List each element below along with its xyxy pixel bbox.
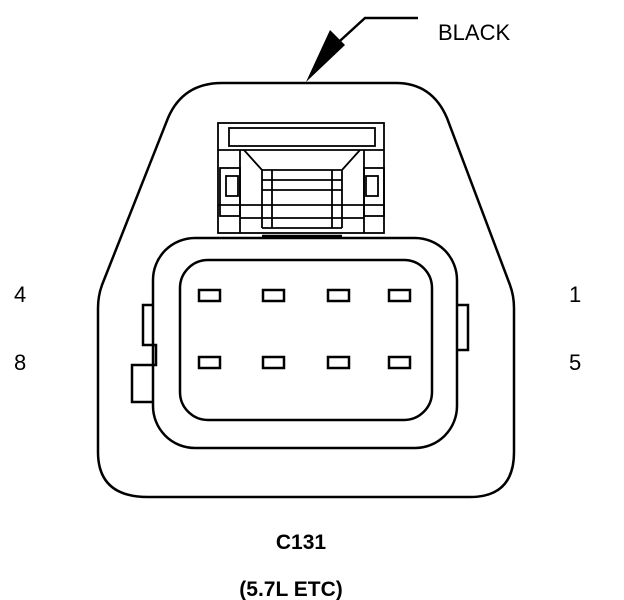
connector-id: C131 [276,531,327,554]
pin-label-5: 5 [569,350,581,375]
pin-cavity-4 [197,288,222,303]
connector-housing [96,81,516,499]
pin-cavity-5 [387,355,412,370]
color-label: BLACK [438,20,510,45]
mating-face-inner [178,258,434,422]
pin-cavity-8 [197,355,222,370]
pin-cavities [197,288,412,370]
pin-label-1: 1 [569,282,581,307]
pin-cavity-2 [326,288,351,303]
connector-note: (5.7L ETC) [239,578,342,600]
left-key-notch [130,303,158,404]
pin-cavity-6 [326,355,351,370]
color-leader-arrow [306,16,418,82]
pin-label-8: 8 [14,350,26,375]
pin-cavity-1 [387,288,412,303]
pin-label-4: 4 [14,282,26,307]
pin-cavity-3 [261,288,286,303]
locking-latch [217,122,385,238]
right-key-notch [457,303,470,352]
mating-face-outer [151,236,459,450]
pin-cavity-7 [261,355,286,370]
